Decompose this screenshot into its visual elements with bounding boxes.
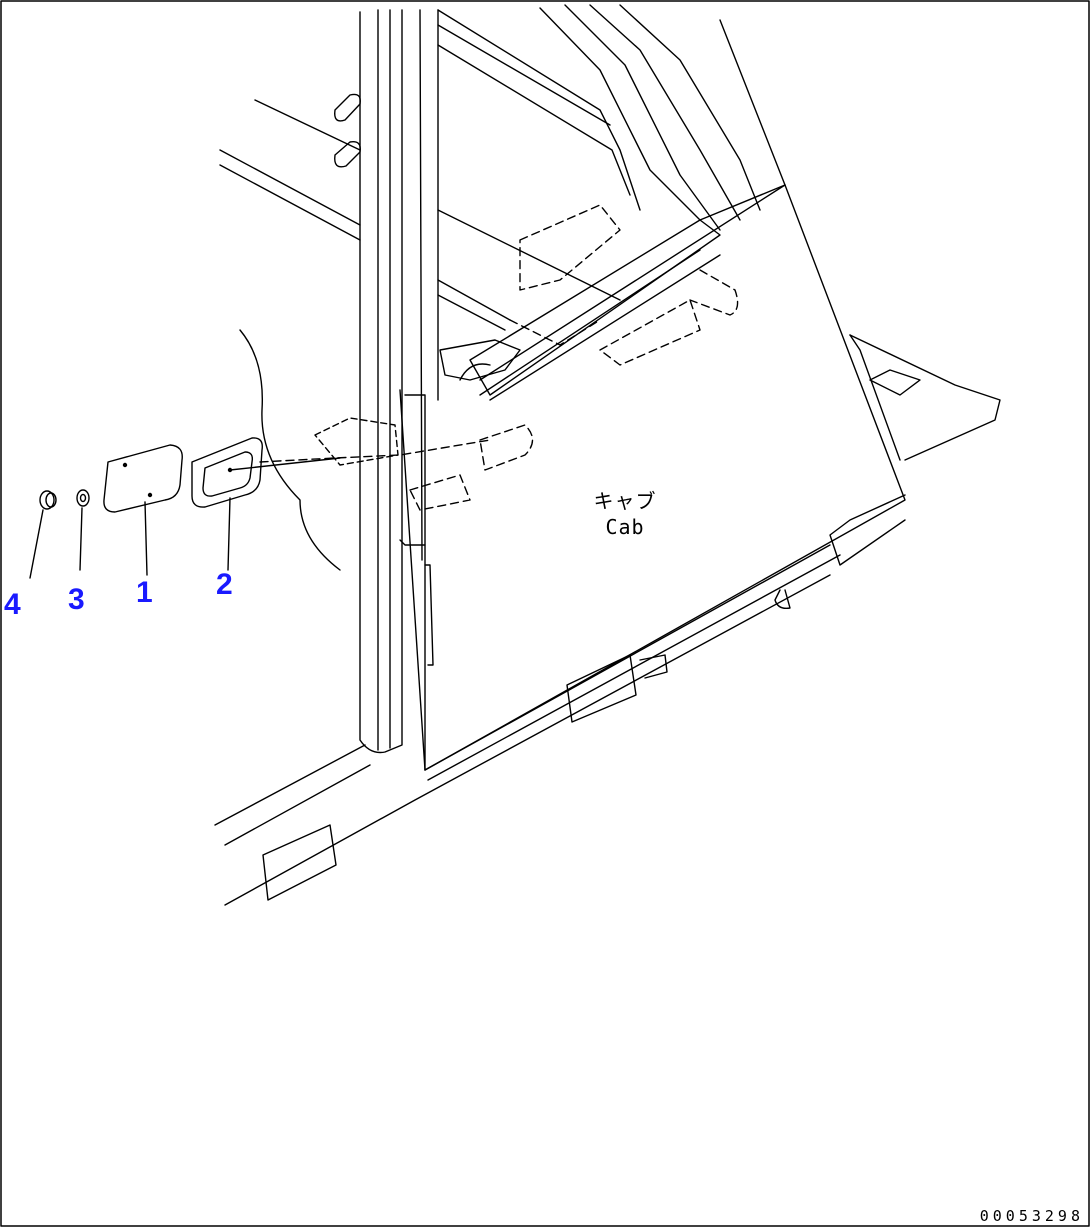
hidden-parts bbox=[409, 204, 739, 511]
cab-label: キャブ Cab bbox=[585, 488, 665, 540]
callout-2: 2 bbox=[216, 568, 233, 601]
cab-side-panel bbox=[399, 184, 906, 771]
part-2-gasket bbox=[191, 437, 263, 508]
pillar-fittings bbox=[334, 93, 361, 168]
cab-base bbox=[214, 544, 841, 906]
leader-lines bbox=[29, 439, 491, 579]
cab-pillar bbox=[359, 9, 439, 754]
background-lines bbox=[219, 99, 361, 571]
part-1-cover bbox=[103, 444, 183, 513]
callout-1: 1 bbox=[136, 576, 153, 609]
part-4-nut bbox=[39, 490, 57, 510]
cab-label-english: Cab bbox=[605, 515, 645, 539]
cab-label-japanese: キャブ bbox=[593, 489, 657, 513]
callout-4: 4 bbox=[4, 588, 21, 621]
cab-floor bbox=[774, 334, 1001, 610]
cab-upper-frame bbox=[437, 4, 786, 331]
catalog-number: 00053298 bbox=[979, 1207, 1084, 1225]
cover-mount bbox=[314, 417, 399, 466]
callout-3: 3 bbox=[68, 583, 85, 616]
part-3-washer bbox=[76, 489, 90, 507]
